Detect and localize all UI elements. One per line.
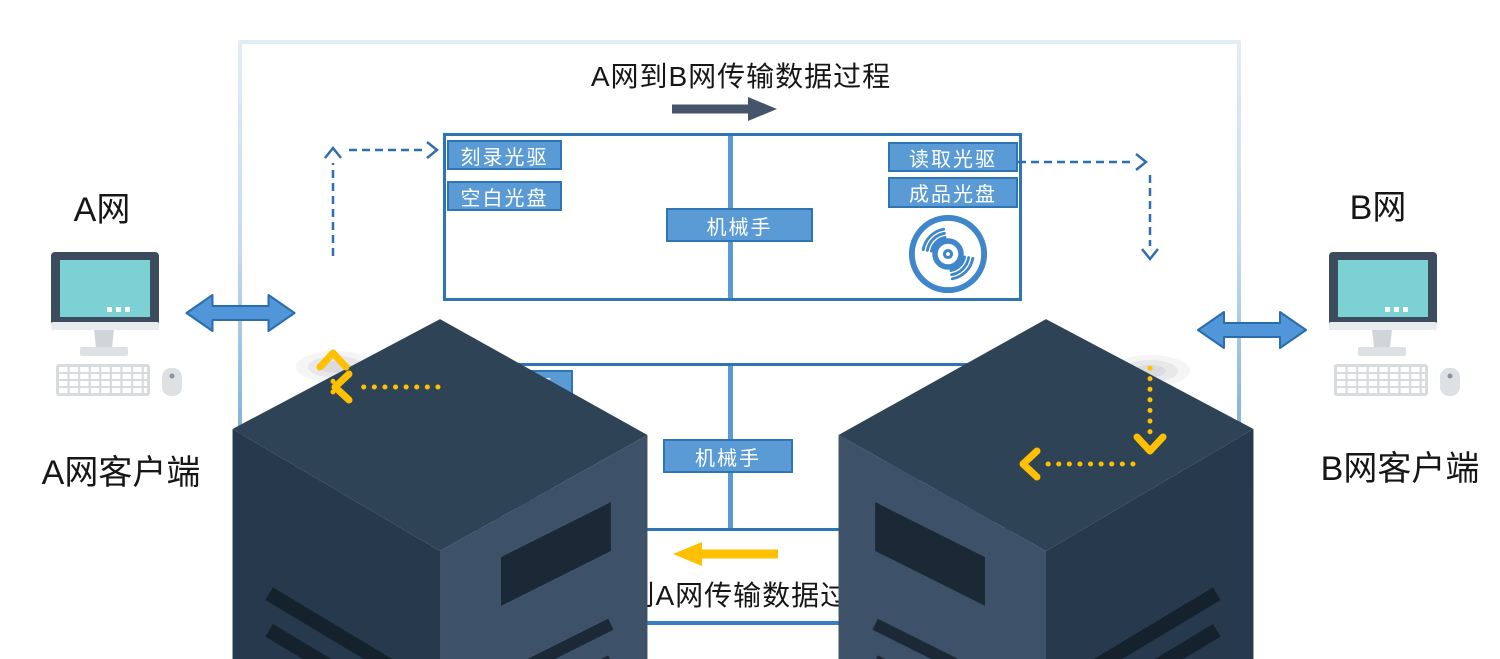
station-a-to-b: 刻录光驱 空白光盘 机械手 读取光驱 成品光盘 <box>443 133 1022 301</box>
slot-blank-disc: 空白光盘 <box>447 181 562 211</box>
network-link-arrow-icon <box>184 291 297 335</box>
slot-robot-arm: 机械手 <box>666 208 813 242</box>
a-to-b-direction-arrow-icon <box>672 97 777 121</box>
slot-final-disc: 成品光盘 <box>888 177 1018 208</box>
slot-robot-arm: 机械手 <box>663 439 793 473</box>
b-to-a-direction-arrow-icon <box>673 542 778 566</box>
slot-read-drive: 读取光驱 <box>888 142 1018 172</box>
slot-final-disc: 成品光盘 <box>446 411 573 442</box>
network-link-arrow-icon <box>1196 308 1308 352</box>
slot-burn-drive: 刻录光驱 <box>447 140 562 170</box>
station-b-to-a: 读取光驱 成品光盘 机械手 刻录光驱 空白光盘 <box>443 363 1021 531</box>
network-a-label: A网 <box>73 191 131 229</box>
slot-read-drive: 读取光驱 <box>446 370 573 401</box>
client-b-label: B网客户端 <box>1320 450 1480 488</box>
slot-burn-drive: 刻录光驱 <box>887 448 1018 480</box>
title-a-to-b: A网到B网传输数据过程 <box>590 61 892 92</box>
workstation-a-icon <box>50 252 182 402</box>
slot-blank-disc: 空白光盘 <box>887 490 1018 522</box>
cd-icon <box>472 446 554 528</box>
outer-frame <box>238 40 1241 625</box>
title-b-to-a: B网到A网传输数据过程 <box>577 580 879 611</box>
workstation-b-icon <box>1328 252 1460 402</box>
network-b-label: B网 <box>1349 189 1407 227</box>
cd-icon <box>906 212 990 296</box>
client-a-label: A网客户端 <box>41 454 201 492</box>
